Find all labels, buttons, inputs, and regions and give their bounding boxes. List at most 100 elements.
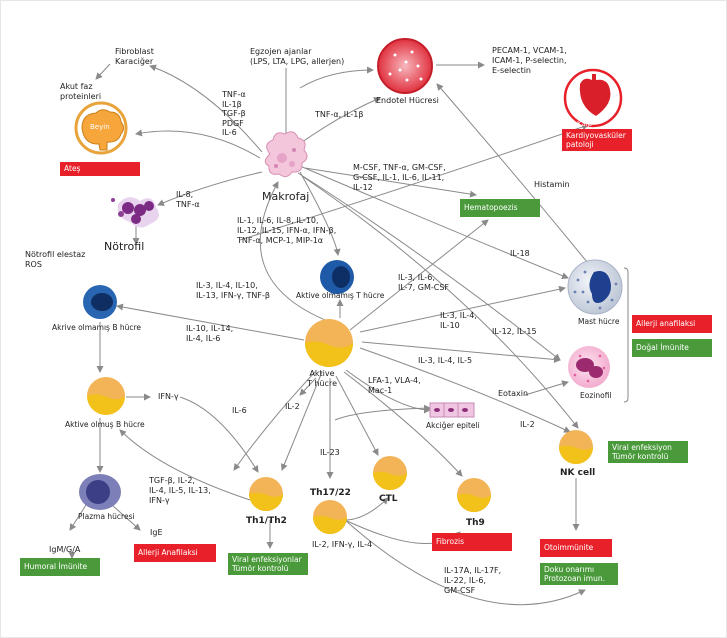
- t-hemato-cytokines: IL-3, IL-6, IL-7, GM-CSF: [398, 273, 449, 292]
- neutrophil-products-label: Nötrofil elestaz ROS: [25, 250, 86, 269]
- t-to-mac-cytokines: IL-3, IL-4, IL-10, IL-13, IFN-γ, TNF-β: [196, 281, 270, 300]
- ctl-label: CTL: [379, 494, 398, 504]
- lung-epithelium-icon: [429, 402, 475, 418]
- endothelial-cell-icon: [377, 38, 433, 94]
- viral-th-box: Viral enfeksiyonlar Tümör kontrolü: [228, 553, 308, 575]
- nk-label: NK cell: [560, 468, 596, 478]
- il18-label: IL-18: [510, 249, 530, 258]
- arrow-t-lung: [345, 369, 431, 414]
- arrow-il2-loop: [299, 377, 317, 396]
- il2-label: IL-2: [285, 402, 300, 411]
- macrophage-icon: [264, 131, 308, 178]
- th17-label: Th17/22: [310, 488, 351, 498]
- plasma-label: Plazma hücresi: [78, 512, 135, 521]
- tissue-repair-box: Doku onarımı Protozoan imun.: [540, 563, 618, 585]
- unactivated-t-cell-icon: [320, 260, 354, 294]
- t-nk-cytokines: IL-12, IL-15: [492, 327, 537, 336]
- arrow-exogenous-endothelium: [299, 66, 374, 89]
- arrow-plasma-ige: [111, 504, 141, 531]
- th9-label: Th9: [466, 518, 485, 528]
- eotaxin-label: Eotaxin: [498, 389, 529, 398]
- arrow-mast-endothelium: [436, 83, 593, 269]
- activated-t-label: Aktive T hücre: [306, 369, 337, 388]
- arrow-macrophage-nk: [301, 175, 579, 429]
- arrow-to-lung: [334, 404, 431, 421]
- acute-phase-label: Akut faz proteinleri: [60, 82, 102, 101]
- arrow-macrophage-unactivated-t: [299, 171, 341, 256]
- th1-label: Th1/Th2: [246, 516, 287, 526]
- viral-nk-box: Viral enfeksiyon Tümör kontrolü: [608, 441, 688, 463]
- bracket: [623, 267, 629, 403]
- unactivated-b-label: Akrive olmamış B hücre: [52, 323, 142, 332]
- igm-label: IgM/G/A: [49, 545, 81, 554]
- th17-cytokines: IL-17A, IL-17F, IL-22, IL-6, GM-CSF: [444, 566, 502, 595]
- mast-cell-icon: [567, 259, 623, 315]
- histamine-label: Histamin: [534, 180, 570, 189]
- lung-epithelium-label: Akciğer epiteli: [426, 421, 480, 430]
- fibrosis-box: Fibrozis: [432, 533, 512, 551]
- th17-cell-icon: [313, 500, 347, 534]
- allergy-left-box: Allerji Anafilaksi: [134, 544, 216, 562]
- arrow-t-ctl: [335, 375, 379, 456]
- th9-cell-icon: [457, 478, 491, 512]
- arrow-t-unactivated-b: [116, 303, 305, 341]
- arrows: [68, 61, 593, 606]
- arrow-macrophage-hemato: [304, 167, 477, 198]
- heart-icon: [563, 68, 623, 128]
- lfa-label: LFA-1, VLA-4, Mac-1: [368, 376, 421, 395]
- arrow-t-mast: [359, 285, 566, 333]
- cardiovascular-box: Kardiyovasküler patoloji: [562, 129, 632, 151]
- mac-right-cytokines: M-CSF, TNF-α, GM-CSF, G-CSF, IL-1, IL-6,…: [353, 163, 446, 192]
- arrow-th-plasma: [119, 429, 251, 501]
- arrow-t-macrophage: [259, 181, 331, 323]
- arrow-macrophage-brain: [135, 129, 261, 159]
- brain-icon: [74, 101, 128, 155]
- neutrophil-label: Nötrofil: [104, 240, 145, 253]
- il6-label: IL-6: [232, 406, 247, 415]
- fibroblast-liver-label: Fibroblast Karaciğer: [115, 47, 154, 66]
- neutrophil-icon: [111, 197, 159, 228]
- arrow-fibroblast-acute-phase: [95, 63, 111, 80]
- arrow-macrophage-neutrophil: [157, 171, 263, 206]
- mac-endo-cytokines: TNF-α, IL-1β: [315, 110, 364, 119]
- mac-down-cytokines: IL-1, IL-6, IL-8, IL-10, IL-12, IL-15, I…: [237, 216, 337, 245]
- arrow-t-nk: [359, 347, 571, 433]
- exogenous-agents-label: Egzojen ajanlar (LPS, LTA, LPG, allerjen…: [250, 47, 345, 66]
- ige-label: IgE: [150, 528, 163, 537]
- heart-label: Kalp: [577, 120, 593, 128]
- t-eos-cytokines: IL-3, IL-4, IL-5: [418, 356, 473, 365]
- arrow-macrophage-mast: [299, 165, 569, 279]
- arrow-th17-ctl: [344, 497, 389, 521]
- macrophage-label: Makrofaj: [262, 190, 310, 203]
- allergy-right-box: Allerji anafilaksi: [632, 315, 712, 333]
- autoimmunity-box: Otoimmünite: [540, 539, 612, 557]
- endothelial-label: Endotel Hücresi: [376, 96, 439, 105]
- arrow-ifng-th1: [179, 396, 259, 473]
- brain-label: Beyin: [90, 123, 110, 131]
- mac-left-cytokines: TNF-α IL-1β TGF-β PDGF IL-6: [222, 90, 246, 137]
- arrow-t-hemato: [349, 219, 489, 331]
- activated-t-cell-icon: [305, 319, 353, 367]
- arrow-t-th9: [343, 371, 463, 477]
- eosinophil-label: Eozinofil: [580, 391, 612, 400]
- ifng-label: IFN-γ: [158, 392, 179, 401]
- arrow-macrophage-eosinophil: [297, 172, 561, 361]
- ctl-cell-icon: [373, 456, 407, 490]
- activated-b-label: Aktive olmuş B hücre: [65, 420, 145, 429]
- arrow-t-eosinophil: [361, 341, 561, 363]
- mast-label: Mast hücre: [578, 317, 620, 326]
- hematopoiesis-box: Hematopoezis: [460, 199, 540, 217]
- il2-nk-label: IL-2: [520, 420, 535, 429]
- eosinophil-icon: [568, 346, 610, 388]
- th-plasma-cytokines: TGF-β, IL-2, IL-4, IL-5, IL-13, IFN-γ: [149, 476, 211, 505]
- t-mast-cytokines: IL-3, IL-4, IL-10: [440, 311, 477, 330]
- arrow-t-th1: [281, 371, 323, 471]
- arrow-t-b-il6: [233, 371, 316, 471]
- ctl-cytokines: IL-2, IFN-γ, IL-4: [312, 540, 373, 549]
- adhesion-molecules-label: PECAM-1, VCAM-1, ICAM-1, P-selectin, E-s…: [492, 46, 567, 75]
- arrow-to-cardio: [239, 123, 589, 241]
- arrow-eotaxin-eosinophil: [524, 380, 569, 396]
- il23-label: IL-23: [320, 448, 340, 457]
